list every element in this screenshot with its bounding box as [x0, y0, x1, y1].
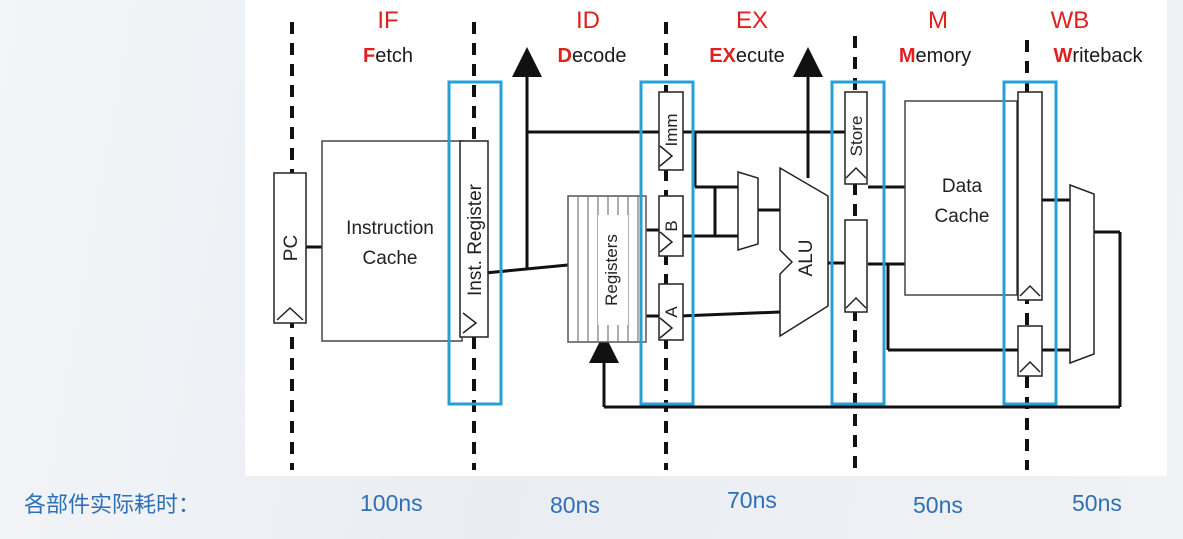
highlight-box-id-ex: [639, 80, 695, 406]
b-label: B: [662, 220, 681, 231]
stage-label-ex: EX: [736, 7, 768, 34]
instruction-cache-label-line1: Instruction: [346, 218, 434, 239]
stage-label-wb: WB: [1051, 7, 1090, 34]
timing-value-wb: 50ns: [1072, 490, 1122, 516]
register-file: Registers: [567, 195, 647, 343]
data-cache: Data Cache: [904, 100, 1018, 296]
stage-desc-execute: EXecute: [709, 45, 785, 67]
instruction-cache-label-line2: Cache: [363, 248, 418, 269]
wb-mux: [1069, 183, 1095, 365]
mem-wb-lower-register: [1017, 325, 1043, 377]
stage-label-if: IF: [377, 7, 398, 34]
a-label: A: [662, 306, 681, 318]
stage-label-id: ID: [576, 7, 600, 34]
alu-out-register: [844, 219, 868, 313]
store-register: Store: [844, 91, 868, 185]
timing-value-id: 80ns: [550, 492, 600, 518]
timing-value-ex: 70ns: [727, 487, 777, 513]
data-cache-label-line2: Cache: [935, 206, 990, 227]
pc-register: PC: [273, 172, 307, 324]
stage-label-m: M: [928, 7, 948, 34]
timing-value-if: 100ns: [360, 490, 423, 516]
stage-desc-memory: Memory: [899, 45, 971, 67]
highlight-box-m-wb: [1002, 80, 1058, 406]
imm-register: Imm: [658, 91, 684, 171]
registers-label: Registers: [602, 234, 621, 306]
instruction-cache: Instruction Cache: [321, 140, 463, 342]
highlight-box-if-id: [447, 80, 503, 406]
ex-mux: [737, 170, 759, 252]
stage-desc-fetch: Fetch: [363, 45, 413, 67]
alu-label: ALU: [796, 240, 817, 277]
data-cache-label-line1: Data: [942, 176, 983, 197]
alu: ALU: [779, 166, 829, 338]
pc-label: PC: [281, 235, 302, 261]
mem-wb-register: [1017, 91, 1043, 301]
stage-desc-writeback: Writeback: [1054, 45, 1144, 67]
inst-register-label: Inst. Register: [465, 183, 486, 296]
b-register: B: [658, 195, 684, 257]
stage-desc-decode: Decode: [558, 45, 627, 67]
a-register: A: [658, 283, 684, 341]
timing-value-m: 50ns: [913, 492, 963, 518]
highlight-box-ex-m: [830, 80, 886, 406]
instruction-register: Inst. Register: [459, 140, 489, 338]
store-label: Store: [847, 116, 866, 157]
timing-title: 各部件实际耗时：: [24, 493, 201, 518]
imm-label: Imm: [662, 113, 681, 146]
